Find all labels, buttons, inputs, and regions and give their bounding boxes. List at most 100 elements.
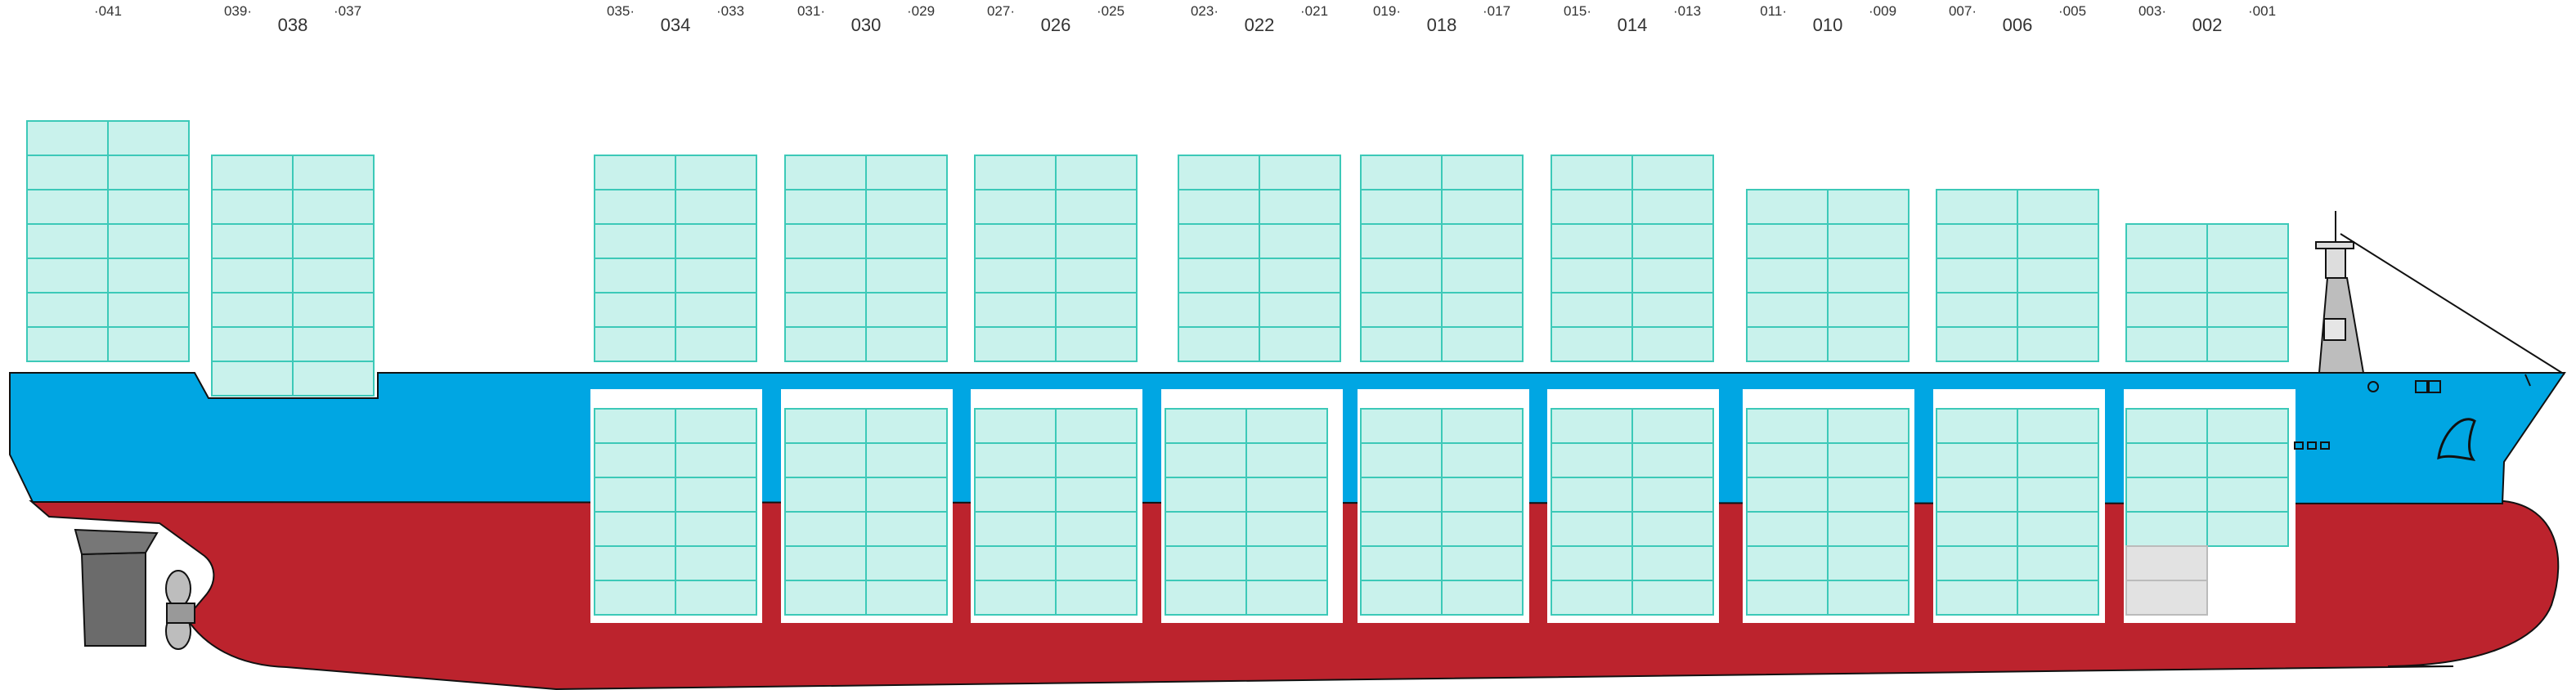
- container-slot: [1259, 258, 1341, 293]
- container-slot: [1178, 258, 1260, 293]
- bay-number-fwd: ·001: [2248, 3, 2276, 19]
- container-slot: [1178, 155, 1260, 190]
- container-slot: [865, 155, 948, 190]
- container-slot: [211, 223, 294, 259]
- hold-stack-034: [594, 408, 757, 616]
- container-slot: [292, 189, 375, 225]
- container-slot: [1551, 258, 1633, 293]
- container-slot: [2017, 189, 2099, 225]
- container-slot: [1936, 326, 2018, 362]
- container-slot: [1178, 292, 1260, 328]
- container-slot: [675, 155, 757, 190]
- container-slot: [2017, 580, 2099, 616]
- container-slot: [865, 408, 948, 444]
- container-slot: [675, 326, 757, 362]
- container-slot: [1827, 580, 1910, 616]
- container-slot: [1441, 155, 1524, 190]
- container-slot: [974, 155, 1057, 190]
- container-slot: [1165, 511, 1247, 547]
- rudder: [80, 551, 146, 647]
- container-slot: [1165, 580, 1247, 616]
- container-slot: [784, 442, 867, 478]
- container-slot: [1245, 580, 1328, 616]
- container-slot: [1827, 189, 1910, 225]
- container-slot: [1055, 258, 1138, 293]
- container-slot: [1441, 223, 1524, 259]
- container-slot: [1551, 326, 1633, 362]
- container-slot: [1360, 326, 1443, 362]
- container-slot: [1441, 189, 1524, 225]
- container-slot: [1441, 477, 1524, 513]
- container-slot: [594, 477, 676, 513]
- bay-number-pair: 014: [1618, 15, 1648, 35]
- bay-label-014: 015·014·013: [1564, 3, 1701, 35]
- container-slot: [2206, 477, 2289, 513]
- container-slot: [2206, 326, 2289, 362]
- container-slot: [594, 408, 676, 444]
- container-slot: [1245, 511, 1328, 547]
- container-slot: [784, 292, 867, 328]
- container-slot: [594, 326, 676, 362]
- container-slot: [1360, 545, 1443, 581]
- container-slot: [1746, 189, 1829, 225]
- bay-number-aft: 027·: [987, 3, 1015, 19]
- container-slot: [107, 120, 190, 156]
- empty-container-slot: [2125, 580, 2208, 616]
- hold-stack-018: [1360, 408, 1524, 616]
- container-slot: [292, 326, 375, 362]
- container-slot: [1055, 580, 1138, 616]
- bay-number-pair: 022: [1245, 15, 1275, 35]
- container-slot: [1746, 511, 1829, 547]
- container-slot: [1360, 189, 1443, 225]
- container-slot: [675, 442, 757, 478]
- deck-stack-010: [1746, 189, 1910, 362]
- container-slot: [1441, 442, 1524, 478]
- container-slot: [1631, 442, 1714, 478]
- empty-container-slot: [2125, 545, 2208, 581]
- container-slot: [2017, 477, 2099, 513]
- container-slot: [1631, 155, 1714, 190]
- container-slot: [1055, 223, 1138, 259]
- deck-stack-002: [2125, 223, 2289, 362]
- bow-mast: [2315, 211, 2365, 374]
- container-slot: [26, 326, 109, 362]
- propeller: [165, 570, 195, 650]
- container-slot: [292, 361, 375, 397]
- container-slot: [211, 258, 294, 293]
- container-slot: [974, 545, 1057, 581]
- container-slot: [2206, 408, 2289, 444]
- container-slot: [1631, 292, 1714, 328]
- deck-stack-026: [974, 155, 1138, 362]
- bay-number-fwd: ·009: [1869, 3, 1896, 19]
- container-slot: [292, 292, 375, 328]
- bay-label-018: 019·018·017: [1373, 3, 1510, 35]
- bay-number-aft: 031·: [797, 3, 825, 19]
- container-slot: [1551, 189, 1633, 225]
- container-slot: [107, 258, 190, 293]
- bay-number-fwd: ·025: [1097, 3, 1124, 19]
- container-slot: [292, 223, 375, 259]
- container-slot: [26, 120, 109, 156]
- bay-number-fwd: ·021: [1300, 3, 1328, 19]
- container-slot: [2125, 477, 2208, 513]
- hold-stack-022: [1165, 408, 1328, 616]
- container-slot: [1827, 511, 1910, 547]
- container-slot: [1055, 408, 1138, 444]
- bay-number-pair: 010: [1813, 15, 1843, 35]
- container-slot: [1631, 326, 1714, 362]
- container-slot: [594, 511, 676, 547]
- container-slot: [1245, 408, 1328, 444]
- container-slot: [865, 477, 948, 513]
- container-slot: [784, 189, 867, 225]
- container-slot: [1441, 545, 1524, 581]
- container-slot: [784, 580, 867, 616]
- container-slot: [2017, 511, 2099, 547]
- bay-label-030: 031·030·029: [797, 3, 935, 35]
- deck-stack-006: [1936, 189, 2099, 362]
- container-slot: [1360, 408, 1443, 444]
- container-slot: [1551, 511, 1633, 547]
- container-slot: [1746, 408, 1829, 444]
- container-slot: [211, 326, 294, 362]
- container-slot: [1936, 580, 2018, 616]
- container-slot: [1360, 258, 1443, 293]
